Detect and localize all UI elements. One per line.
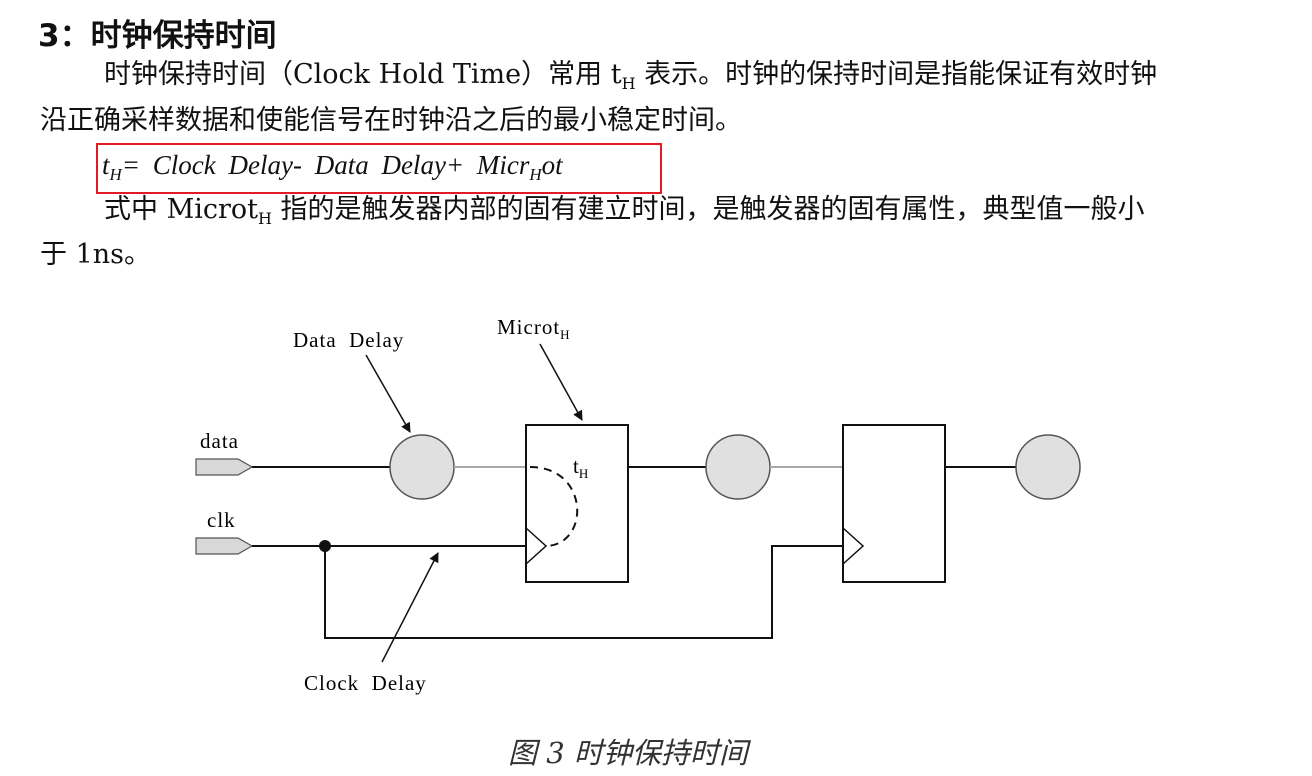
formula-tail: ot [541, 150, 563, 180]
logic-delay-node [705, 434, 771, 500]
flip-flop-2 [842, 424, 946, 583]
th-label-text: t [573, 454, 579, 478]
clk-label: clk [207, 508, 236, 532]
figure-caption: 图 3 时钟保持时间 [508, 736, 748, 770]
flip-flop-1-clock-symbol [525, 527, 548, 565]
microt-label-subscript: H [560, 327, 570, 342]
microt-label-text: Microt [497, 315, 560, 339]
clk-input-pin [195, 537, 254, 555]
paragraph-2-text-a: 式中 Microt [104, 194, 258, 225]
formula-body: = Clock Delay- Data Delay+ Micr [121, 150, 530, 180]
paragraph-1-text-a: 时钟保持时间（Clock Hold Time）常用 t [104, 59, 622, 90]
formula-t-subscript: H [109, 165, 122, 184]
clock-delay-label: Clock Delay [304, 671, 427, 695]
th-label-subscript: H [579, 466, 588, 481]
data-label: data [200, 429, 239, 453]
paragraph-2-line-2: 于 1ns。 [40, 239, 152, 270]
formula-t: t [102, 150, 110, 180]
clk-branch-wire [324, 545, 843, 639]
hold-time-arc [529, 466, 579, 547]
microt-arrow [539, 343, 583, 421]
paragraph-2-subscript: H [258, 209, 272, 228]
paragraph-1-line-1: 时钟保持时间（Clock Hold Time）常用 tH 表示。时钟的保持时间是… [104, 60, 1157, 99]
th-label: tH [573, 454, 588, 481]
data-delay-arrow [365, 354, 411, 433]
data-delay-label: Data Delay [293, 328, 404, 352]
data-input-pin [195, 458, 254, 476]
paragraph-1-line-2: 沿正确采样数据和使能信号在时钟沿之后的最小稳定时间。 [40, 105, 742, 136]
flip-flop-1 [525, 424, 629, 583]
clock-delay-arrow [381, 552, 439, 663]
paragraph-1-subscript: H [621, 74, 636, 93]
paragraph-2-text-b: 指的是触发器内部的固有建立时间，是触发器的固有属性，典型值一般小 [271, 194, 1145, 225]
data-delay-node [389, 434, 455, 500]
output-node [1015, 434, 1081, 500]
paragraph-2-line-1: 式中 MicrotH 指的是触发器内部的固有建立时间，是触发器的固有属性，典型值… [104, 195, 1145, 234]
formula-highlight-box [96, 143, 662, 194]
formula: tH= Clock Delay- Data Delay+ MicrHot [102, 150, 563, 185]
formula-subscript: H [529, 165, 542, 184]
paragraph-1-text-b: 表示。时钟的保持时间是指能保证有效时钟 [635, 59, 1158, 90]
section-heading: 3：时钟保持时间 [38, 18, 277, 54]
flip-flop-2-clock-symbol [842, 527, 865, 565]
microt-label: MicrotH [497, 315, 571, 342]
